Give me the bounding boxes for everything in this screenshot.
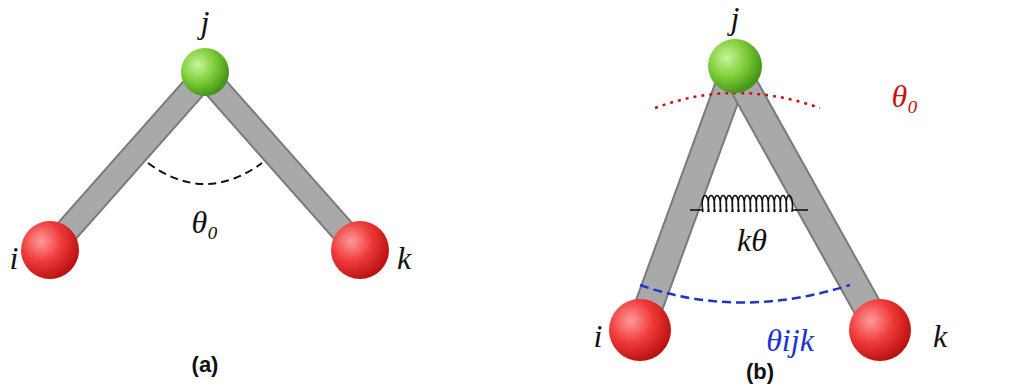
- atom-label: k: [933, 320, 947, 352]
- atom-k: [331, 221, 389, 279]
- angle-arc: [148, 163, 262, 184]
- bond-bars: [640, 70, 880, 330]
- atom-label: j: [731, 2, 740, 34]
- angle-label: θijk: [766, 324, 814, 356]
- angle-label: θ₀: [892, 80, 919, 112]
- atom-j: [181, 48, 229, 96]
- atom-k: [849, 299, 911, 361]
- angle-label: θ₀: [192, 206, 219, 238]
- atom-label: k: [397, 242, 411, 274]
- atom-label: j: [201, 6, 210, 38]
- panel-caption: (a): [192, 354, 219, 376]
- atom-j: [708, 39, 762, 93]
- atom-i: [609, 299, 671, 361]
- spring-constant-label: kθ: [737, 224, 767, 256]
- spring-symbol: [690, 196, 808, 213]
- equilibrium-angle-arc: [655, 93, 820, 108]
- atom-i: [21, 221, 79, 279]
- panel-caption: (b): [746, 361, 774, 383]
- atom-label: i: [10, 242, 19, 274]
- bond-bars: [50, 75, 360, 250]
- atom-label: i: [594, 320, 603, 352]
- current-angle-arc: [640, 285, 850, 303]
